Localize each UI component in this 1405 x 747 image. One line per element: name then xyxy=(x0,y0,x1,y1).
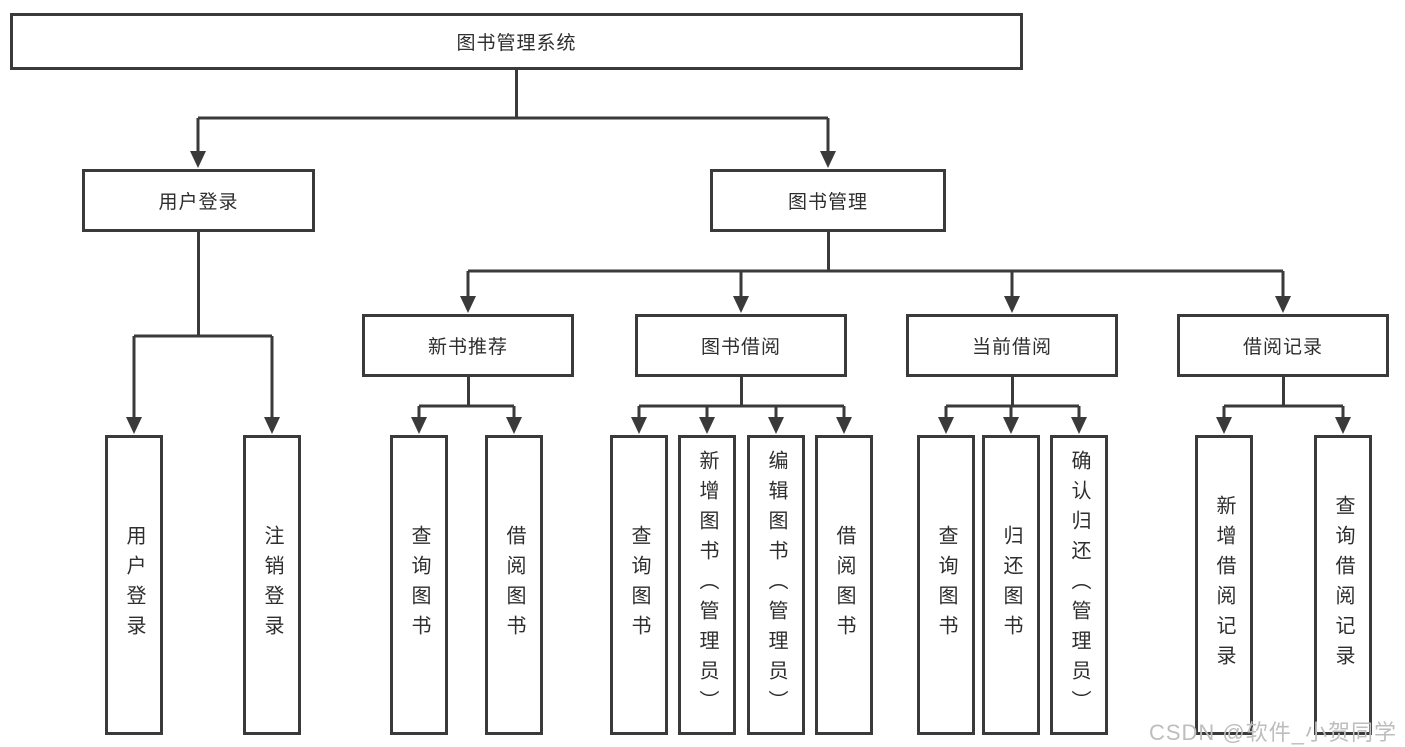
leaf-edit-book-admin: 编辑图书（管理员） xyxy=(747,435,805,735)
leaf-borrow-books-recommend-label: 借阅图书 xyxy=(503,525,525,645)
leaf-user-login: 用户登录 xyxy=(105,435,163,735)
node-current-borrowing: 当前借阅 xyxy=(906,314,1118,377)
leaf-user-login-label: 用户登录 xyxy=(123,525,145,645)
leaf-confirm-return-admin: 确认归还（管理员） xyxy=(1050,435,1108,735)
leaf-query-books-current-label: 查询图书 xyxy=(935,525,957,645)
leaf-query-books-borrow-label: 查询图书 xyxy=(628,525,650,645)
leaf-query-books-recommend: 查询图书 xyxy=(390,435,448,735)
leaf-logout-label: 注销登录 xyxy=(261,525,283,645)
leaf-query-books-borrow: 查询图书 xyxy=(610,435,668,735)
leaf-query-books-current: 查询图书 xyxy=(917,435,975,735)
node-book-borrowing: 图书借阅 xyxy=(635,314,847,377)
node-current-borrowing-label: 当前借阅 xyxy=(971,337,1052,358)
leaf-return-book: 归还图书 xyxy=(982,435,1040,735)
node-book-borrowing-label: 图书借阅 xyxy=(700,337,781,358)
leaf-borrow-books-label: 借阅图书 xyxy=(833,525,855,645)
node-book-management-label: 图书管理 xyxy=(787,192,868,213)
node-user-login: 用户登录 xyxy=(82,169,315,232)
leaf-add-borrow-record: 新增借阅记录 xyxy=(1195,435,1253,735)
node-book-management: 图书管理 xyxy=(710,169,946,232)
leaf-borrow-books: 借阅图书 xyxy=(815,435,873,735)
node-new-book-recommendation: 新书推荐 xyxy=(362,314,574,377)
node-borrowing-records: 借阅记录 xyxy=(1177,314,1389,377)
leaf-return-book-label: 归还图书 xyxy=(1000,525,1022,645)
leaf-add-book-admin: 新增图书（管理员） xyxy=(678,435,736,735)
node-new-book-recommendation-label: 新书推荐 xyxy=(427,337,508,358)
watermark: CSDN @软件_小贺同学 xyxy=(1148,720,1397,745)
node-borrowing-records-label: 借阅记录 xyxy=(1242,337,1323,358)
leaf-borrow-books-recommend: 借阅图书 xyxy=(485,435,543,735)
leaf-query-books-recommend-label: 查询图书 xyxy=(408,525,430,645)
leaf-edit-book-admin-label: 编辑图书（管理员） xyxy=(765,450,787,720)
node-root: 图书管理系统 xyxy=(10,13,1023,70)
leaf-confirm-return-admin-label: 确认归还（管理员） xyxy=(1068,450,1090,720)
node-root-label: 图书管理系统 xyxy=(456,33,577,54)
leaf-query-borrow-record-label: 查询借阅记录 xyxy=(1332,495,1354,675)
leaf-query-borrow-record: 查询借阅记录 xyxy=(1314,435,1372,735)
leaf-add-borrow-record-label: 新增借阅记录 xyxy=(1213,495,1235,675)
node-user-login-label: 用户登录 xyxy=(158,192,239,213)
leaf-logout: 注销登录 xyxy=(243,435,301,735)
leaf-add-book-admin-label: 新增图书（管理员） xyxy=(696,450,718,720)
